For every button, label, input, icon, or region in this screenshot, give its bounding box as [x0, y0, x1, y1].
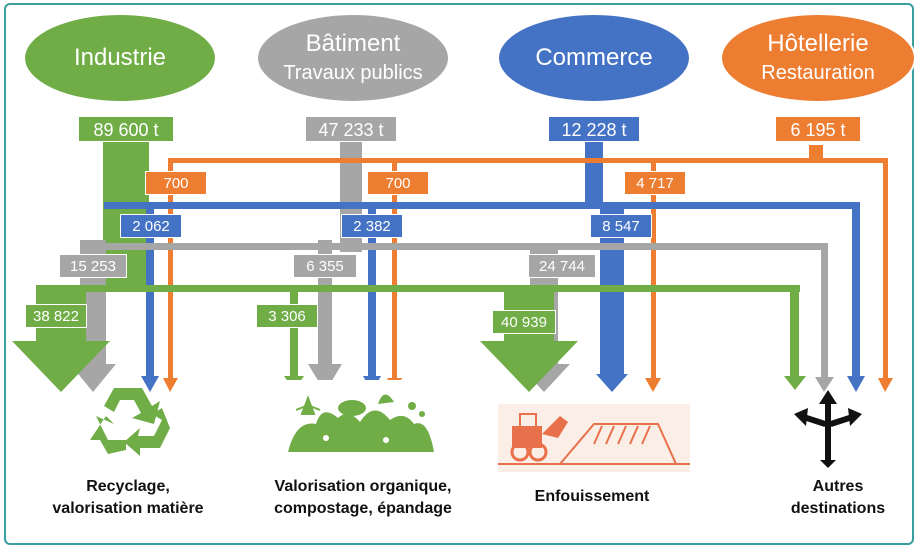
btp-to-recyclage-label: 15 253 [59, 254, 127, 278]
btp-flow-lines [70, 240, 834, 392]
dest-organique-line1: Valorisation organique, [274, 478, 452, 495]
btp-title: Bâtiment [305, 30, 401, 57]
hotellerie-to-enfouissement-label: 4 717 [624, 171, 686, 195]
btp-subtitle: Travaux publics [283, 62, 423, 84]
dest-autres-line1: Autres [812, 478, 864, 495]
hotellerie-to-recyclage-label: 700 [145, 171, 207, 195]
commerce-to-organique-label: 2 382 [341, 214, 403, 238]
btp-ellipse [256, 13, 450, 103]
bulldozer-landfill-icon [498, 404, 690, 472]
dest-enfouissement: Enfouissement [534, 488, 650, 505]
dest-recyclage-line1: Recyclage, [86, 478, 170, 495]
commerce-ellipse [497, 13, 691, 103]
diagram-frame [4, 3, 914, 545]
industrie-title: Industrie [73, 44, 167, 71]
compost-icon [286, 380, 436, 460]
btp-to-enfouissement-label: 24 744 [528, 254, 596, 278]
industrie-to-enfouissement-label: 40 939 [492, 310, 556, 334]
commerce-to-recyclage-label: 2 062 [120, 214, 182, 238]
commerce-to-enfouissement-label: 8 547 [590, 214, 652, 238]
hotellerie-subtitle: Restauration [761, 62, 875, 84]
industrie-to-recyclage-label: 38 822 [25, 304, 87, 328]
btp-to-organique-label: 6 355 [293, 254, 357, 278]
industrie-flow-lines [12, 285, 806, 392]
hotellerie-total: 6 195 t [775, 116, 861, 142]
dest-recyclage-line2: valorisation matière [52, 500, 204, 517]
hotellerie-to-organique-label: 700 [367, 171, 429, 195]
dest-autres-line2: destinations [790, 500, 886, 517]
recycle-icon [90, 388, 170, 456]
industrie-ellipse [23, 13, 217, 103]
hotellerie-ellipse [720, 13, 916, 103]
crossroads-arrows-icon [794, 390, 862, 468]
btp-total: 47 233 t [305, 116, 397, 142]
commerce-title: Commerce [535, 44, 653, 71]
commerce-flow-lines [104, 202, 865, 392]
dest-organique-line2: compostage, épandage [274, 500, 452, 517]
commerce-total: 12 228 t [548, 116, 640, 142]
industrie-to-organique-label: 3 306 [256, 304, 318, 328]
industrie-total: 89 600 t [78, 116, 174, 142]
hotellerie-title: Hôtellerie [767, 30, 869, 57]
commerce-trunk [585, 140, 603, 208]
